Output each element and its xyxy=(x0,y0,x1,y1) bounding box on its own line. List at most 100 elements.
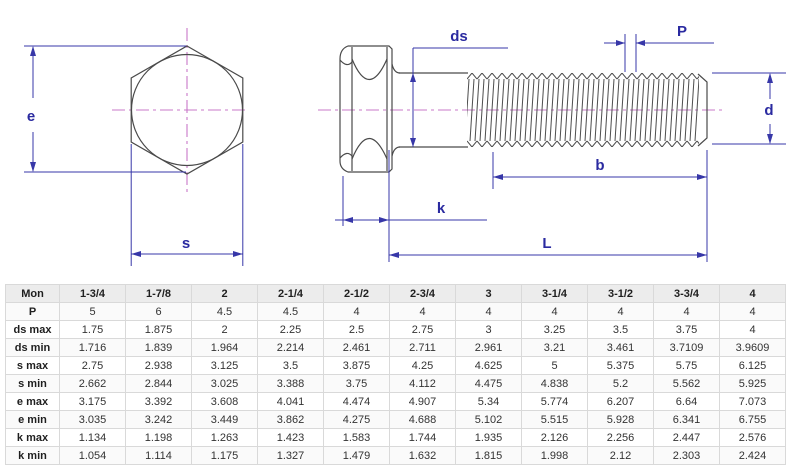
value-cell: 1.423 xyxy=(257,428,324,447)
value-cell: 3.125 xyxy=(191,356,258,375)
bolt-technical-drawing: e s xyxy=(24,23,786,266)
value-cell: 3.9609 xyxy=(719,338,786,357)
value-cell: 5.562 xyxy=(653,374,720,393)
label-s: s xyxy=(182,235,190,252)
bolt-side-view xyxy=(318,45,722,173)
dimension-k: k xyxy=(335,150,487,262)
value-cell: 2.12 xyxy=(587,446,654,465)
value-cell: 4 xyxy=(323,302,390,321)
value-cell: 2.938 xyxy=(125,356,192,375)
value-cell: 1.744 xyxy=(389,428,456,447)
value-cell: 2.424 xyxy=(719,446,786,465)
value-cell: 3.388 xyxy=(257,374,324,393)
label-ds: ds xyxy=(450,28,468,45)
value-cell: 5.375 xyxy=(587,356,654,375)
value-cell: 1.175 xyxy=(191,446,258,465)
header-cell: 3-1/2 xyxy=(587,284,654,303)
value-cell: 1.054 xyxy=(59,446,126,465)
value-cell: 1.964 xyxy=(191,338,258,357)
label-P: P xyxy=(677,23,687,40)
value-cell: 3.21 xyxy=(521,338,588,357)
header-cell: 3-3/4 xyxy=(653,284,720,303)
value-cell: 3.242 xyxy=(125,410,192,429)
value-cell: 3.875 xyxy=(323,356,390,375)
row-label-cell: P xyxy=(5,302,60,321)
dimension-d: d xyxy=(712,72,786,145)
header-cell: 1-3/4 xyxy=(59,284,126,303)
value-cell: 6.207 xyxy=(587,392,654,411)
value-cell: 2.214 xyxy=(257,338,324,357)
value-cell: 2.447 xyxy=(653,428,720,447)
header-cell: 3-1/4 xyxy=(521,284,588,303)
value-cell: 4 xyxy=(521,302,588,321)
value-cell: 4 xyxy=(719,320,786,339)
dimension-s: s xyxy=(130,144,244,266)
value-cell: 4 xyxy=(653,302,720,321)
value-cell: 5.925 xyxy=(719,374,786,393)
hex-head-front-view xyxy=(112,28,246,192)
value-cell: 1.198 xyxy=(125,428,192,447)
value-cell: 4.625 xyxy=(455,356,522,375)
dimension-e: e xyxy=(24,45,186,173)
header-cell: 2-1/2 xyxy=(323,284,390,303)
row-label-cell: s min xyxy=(5,374,60,393)
value-cell: 1.839 xyxy=(125,338,192,357)
value-cell: 1.815 xyxy=(455,446,522,465)
value-cell: 3.035 xyxy=(59,410,126,429)
value-cell: 3.175 xyxy=(59,392,126,411)
value-cell: 6 xyxy=(125,302,192,321)
value-cell: 1.479 xyxy=(323,446,390,465)
row-label-cell: s max xyxy=(5,356,60,375)
value-cell: 2.75 xyxy=(59,356,126,375)
thread-section xyxy=(467,73,699,147)
header-cell: 1-7/8 xyxy=(125,284,192,303)
value-cell: 4.474 xyxy=(323,392,390,411)
value-cell: 4 xyxy=(719,302,786,321)
label-L: L xyxy=(542,235,551,252)
value-cell: 3.75 xyxy=(653,320,720,339)
value-cell: 2.256 xyxy=(587,428,654,447)
header-cell: 2-3/4 xyxy=(389,284,456,303)
value-cell: 4.25 xyxy=(389,356,456,375)
value-cell: 3.862 xyxy=(257,410,324,429)
value-cell: 1.583 xyxy=(323,428,390,447)
value-cell: 2.461 xyxy=(323,338,390,357)
hex-head-side-view xyxy=(339,45,401,173)
value-cell: 1.114 xyxy=(125,446,192,465)
value-cell: 5.774 xyxy=(521,392,588,411)
thread-end-chamfer xyxy=(697,73,708,147)
header-cell: 2 xyxy=(191,284,258,303)
label-b: b xyxy=(595,157,604,174)
value-cell: 3.5 xyxy=(257,356,324,375)
dimension-b: b xyxy=(492,150,708,262)
value-cell: 5 xyxy=(59,302,126,321)
value-cell: 1.935 xyxy=(455,428,522,447)
hexagon-outline xyxy=(130,45,244,175)
header-cell: 4 xyxy=(719,284,786,303)
value-cell: 1.75 xyxy=(59,320,126,339)
value-cell: 2.5 xyxy=(323,320,390,339)
value-cell: 3.392 xyxy=(125,392,192,411)
value-cell: 5.515 xyxy=(521,410,588,429)
value-cell: 2.844 xyxy=(125,374,192,393)
dimension-ds: ds xyxy=(410,28,508,147)
value-cell: 3.025 xyxy=(191,374,258,393)
value-cell: 5.2 xyxy=(587,374,654,393)
value-cell: 2 xyxy=(191,320,258,339)
row-label-cell: ds max xyxy=(5,320,60,339)
value-cell: 1.716 xyxy=(59,338,126,357)
value-cell: 7.073 xyxy=(719,392,786,411)
value-cell: 1.263 xyxy=(191,428,258,447)
value-cell: 5.34 xyxy=(455,392,522,411)
value-cell: 4.5 xyxy=(257,302,324,321)
dimension-P: P xyxy=(604,23,714,72)
